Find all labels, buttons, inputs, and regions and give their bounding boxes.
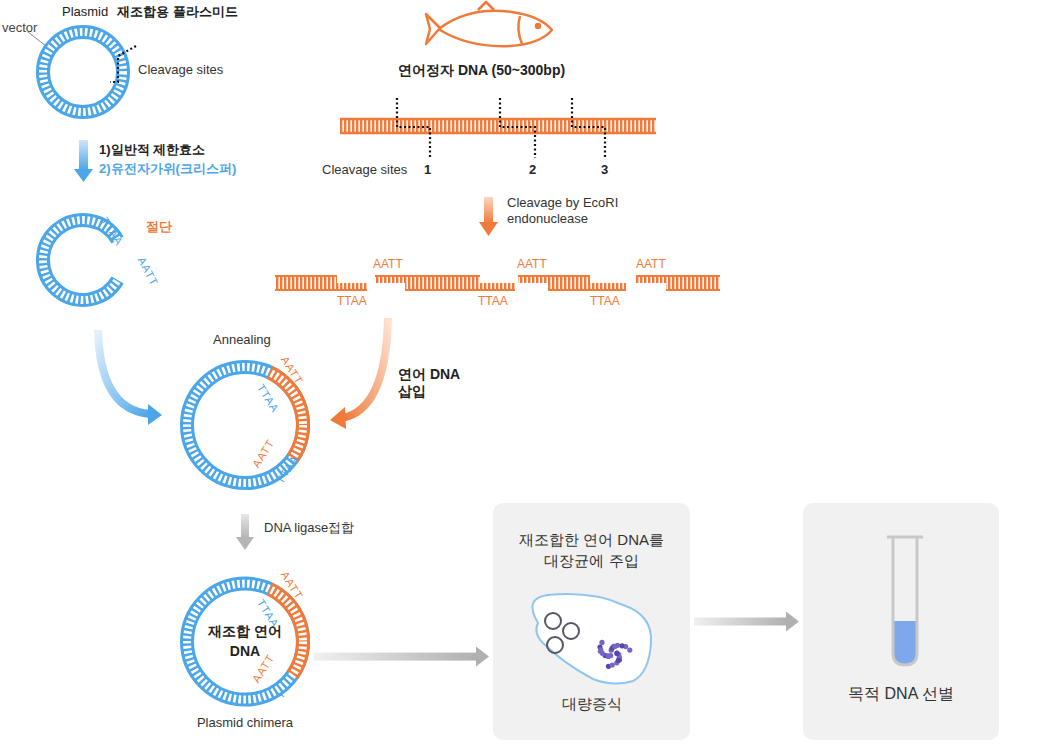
tube-shape (803, 503, 999, 740)
node-text: 목적 DNA 선별 (816, 683, 986, 705)
flow-arrow (314, 647, 489, 667)
crispr-label: 2)유전자가위(크리스퍼) (99, 161, 236, 177)
enzyme-label: Cleavage by EcoRI endonuclease (507, 195, 635, 226)
grey-arrow (236, 514, 254, 550)
plasmid-chimera: 재조합 연어DNA Plasmid chimera (180, 575, 310, 738)
flow-arrow (694, 612, 799, 632)
process-box: 재조합한 연어 DNA를 대장균에 주입대량증식 (493, 503, 690, 740)
sticky-end: AATT (636, 257, 666, 271)
cut-label: 절단 (146, 219, 172, 235)
sticky-end: TTAA (254, 382, 282, 416)
dna-fragments (275, 276, 720, 290)
orange-arrow (479, 197, 498, 236)
plasmid-label: Plasmid (62, 4, 108, 20)
plasmid (28, 32, 136, 112)
node-subtext: 대량증식 (512, 693, 672, 714)
cleavage-label: Cleavage sites (138, 62, 223, 78)
blue-arrow (74, 140, 93, 182)
salmon-icon (426, 2, 552, 46)
sticky-end: AATT (134, 255, 160, 289)
cleavage-label: Cleavage sites (322, 162, 407, 178)
sticky-end: AATT (517, 257, 547, 271)
ligase-label: DNA ligase접합 (264, 520, 354, 536)
blue-curve-arrow (98, 330, 162, 425)
step-label: Annealing (213, 332, 271, 348)
sticky-end: TTAA (590, 294, 620, 308)
sticky-end: AATT (373, 257, 403, 271)
sticky-end: AATT (250, 437, 278, 471)
node-subtext: Plasmid chimera (180, 714, 310, 732)
insert-label: 연어 DNA 삽입 (398, 366, 464, 400)
callout-number: 2 (529, 162, 536, 178)
salmon-dna (340, 98, 656, 158)
dna-title: 연어정자 DNA (50~300bp) (398, 62, 565, 79)
process-box: 목적 DNA 선별 (803, 503, 999, 740)
vector-label: vector (2, 20, 37, 36)
sticky-end: TTAA (478, 294, 508, 308)
node-text: 재조합한 연어 DNA를 대장균에 주입 (512, 529, 672, 571)
orange-curve-arrow (330, 318, 388, 429)
callout-number: 3 (601, 162, 608, 178)
callout-number: 1 (424, 162, 431, 178)
plasmid-title: 재조합용 플라스미드 (117, 4, 238, 20)
enzyme-label: 1)일반적 제한효소 (99, 142, 205, 158)
node-text: 재조합 연어DNA (208, 622, 282, 661)
sticky-end: TTAA (337, 294, 367, 308)
